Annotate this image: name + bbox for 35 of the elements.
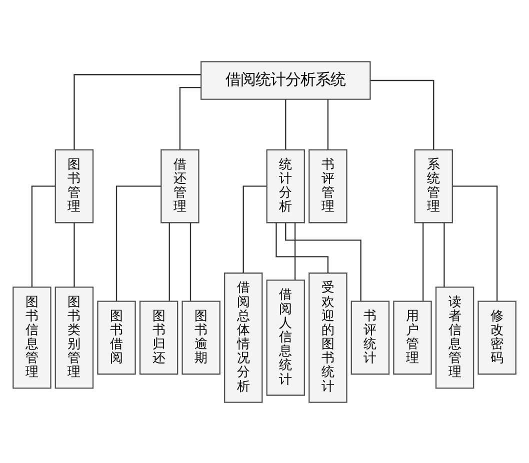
connector <box>74 74 201 150</box>
node-box: 受欢迎的图书统计 <box>308 272 348 402</box>
node-box: 借阅总体情况分析 <box>224 272 263 402</box>
connector <box>242 185 266 273</box>
node-box: 借阅人信息统计 <box>266 279 306 396</box>
node-box: 图书类别管理 <box>54 286 94 388</box>
connector <box>190 222 192 300</box>
node-box: 用户管理 <box>393 300 432 374</box>
node-box: 修改密码 <box>478 300 516 374</box>
connector <box>74 222 75 287</box>
connector <box>179 86 201 149</box>
node-box: 图书归还 <box>139 300 178 374</box>
node-box: 书评统计 <box>350 300 390 374</box>
connector <box>444 222 445 287</box>
connector <box>370 79 434 150</box>
node-box: 读者信息管理 <box>435 286 474 388</box>
connector <box>294 222 296 280</box>
connector <box>422 222 424 300</box>
connector <box>327 98 329 149</box>
connector <box>116 185 161 301</box>
node-box: 借阅统计分析系统 <box>200 60 371 100</box>
node-box: 图书管理 <box>54 148 94 223</box>
connector <box>168 222 170 300</box>
node-box: 统计分析 <box>266 148 306 223</box>
connector <box>285 98 286 149</box>
node-box: 图书逾期 <box>182 300 220 374</box>
connector <box>31 185 56 286</box>
node-box: 书评管理 <box>308 148 348 223</box>
node-box: 系统管理 <box>414 148 453 223</box>
node-box: 借还管理 <box>160 148 200 223</box>
connector <box>452 185 498 301</box>
connector <box>276 222 329 273</box>
connector <box>285 222 362 300</box>
node-box: 图书信息管理 <box>12 286 52 388</box>
node-box: 图书借阅 <box>97 300 136 374</box>
